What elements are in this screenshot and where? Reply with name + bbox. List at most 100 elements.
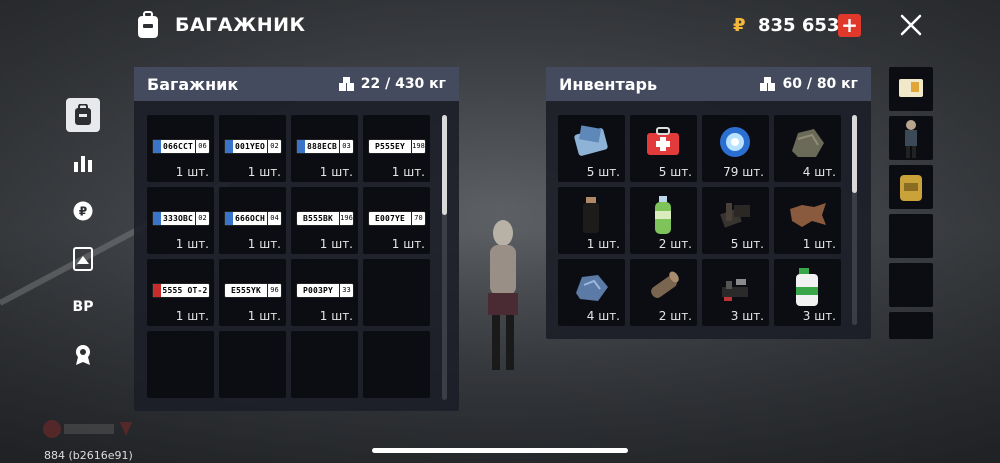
plate-flag <box>225 212 233 225</box>
equipment-slot[interactable] <box>889 116 933 160</box>
trunk-panel-header: Багажник 22 / 430 кг <box>134 67 459 101</box>
inventory-grid: 5 шт.5 шт.79 шт.4 шт.1 шт.2 шт.5 шт.1 шт… <box>558 115 841 326</box>
backpack-icon <box>75 104 91 125</box>
inventory-slot[interactable]: 5 шт. <box>702 187 769 254</box>
item-count: 5 шт. <box>658 165 692 179</box>
server-logo-icon <box>43 420 132 438</box>
trunk-slot[interactable] <box>147 331 214 398</box>
ore-icon <box>576 275 608 301</box>
sidebar-item-gallery[interactable] <box>66 242 100 276</box>
inventory-slot[interactable]: 4 шт. <box>774 115 841 182</box>
equipment-slot[interactable] <box>889 214 933 258</box>
trunk-slot[interactable] <box>363 331 430 398</box>
item-count: 1 шт. <box>586 237 620 251</box>
inventory-slot[interactable]: 3 шт. <box>774 259 841 326</box>
tools-icon <box>722 279 748 301</box>
inventory-slot[interactable]: 2 шт. <box>630 187 697 254</box>
item-count: 1 шт. <box>319 165 353 179</box>
sidebar-item-donate[interactable]: ₽ <box>66 194 100 228</box>
add-money-button[interactable]: + <box>838 14 861 37</box>
inventory-weight: 60 / 80 кг <box>760 76 858 92</box>
equipment-slot[interactable] <box>889 165 933 209</box>
inventory-slot[interactable]: 4 шт. <box>558 259 625 326</box>
inventory-scrollbar-thumb[interactable] <box>852 115 857 193</box>
plate-region: 02 <box>195 212 209 225</box>
sidebar-item-achievements[interactable] <box>66 338 100 372</box>
inventory-slot[interactable]: 79 шт. <box>702 115 769 182</box>
inventory-panel-header: Инвентарь 60 / 80 кг <box>546 67 871 101</box>
equipment-slot[interactable] <box>889 263 933 307</box>
sidebar-nav: ₽ BP <box>66 98 100 386</box>
item-count: 1 шт. <box>247 165 281 179</box>
trunk-slot[interactable] <box>219 331 286 398</box>
plate-number: 5555 OT-2 <box>162 286 208 295</box>
plate-number: E007YE <box>374 214 406 223</box>
inventory-slot[interactable]: 5 шт. <box>558 115 625 182</box>
plate-number: 333OBC <box>162 214 194 223</box>
item-count: 1 шт. <box>247 309 281 323</box>
plate-region: 02 <box>267 140 281 153</box>
item-count: 1 шт. <box>175 165 209 179</box>
item-count: 5 шт. <box>730 237 764 251</box>
equipment-slot[interactable] <box>889 67 933 111</box>
inventory-slot[interactable]: 3 шт. <box>702 259 769 326</box>
equipment-slot[interactable] <box>889 312 933 339</box>
home-indicator[interactable] <box>372 448 628 453</box>
trunk-slot[interactable] <box>291 331 358 398</box>
sidebar-item-battle-pass[interactable]: BP <box>72 299 94 315</box>
item-count: 4 шт. <box>802 165 836 179</box>
trunk-slot[interactable] <box>363 259 430 326</box>
bar-chart-icon <box>74 156 92 172</box>
item-count: 79 шт. <box>723 165 764 179</box>
canister-icon <box>796 268 818 306</box>
bottle-icon <box>583 197 599 233</box>
item-count: 1 шт. <box>319 309 353 323</box>
trunk-panel-title: Багажник <box>147 74 239 94</box>
sidebar-item-inventory[interactable] <box>66 98 100 132</box>
plate-region: 96 <box>267 284 281 297</box>
inventory-slot[interactable]: 1 шт. <box>774 187 841 254</box>
item-count: 1 шт. <box>391 165 425 179</box>
page-title: БАГАЖНИК <box>175 14 306 36</box>
drink-bottle-icon <box>655 196 671 234</box>
plate-region: 198 <box>411 140 425 153</box>
plate-number: 066CCT <box>162 142 194 151</box>
plate-flag <box>297 140 305 153</box>
inventory-slot[interactable]: 2 шт. <box>630 259 697 326</box>
inventory-scrollbar[interactable] <box>852 115 857 325</box>
inventory-slot[interactable]: 1 шт. <box>558 187 625 254</box>
trunk-scrollbar-thumb[interactable] <box>442 115 447 215</box>
ruble-coin-icon: ₽ <box>73 201 93 221</box>
plate-region: 196 <box>339 212 353 225</box>
item-count: 1 шт. <box>391 237 425 251</box>
plate-flag <box>153 284 161 297</box>
close-icon[interactable] <box>900 14 922 36</box>
sidebar-item-stats[interactable] <box>66 146 100 180</box>
wood-log-icon <box>651 271 679 298</box>
backpack-title-icon <box>138 11 158 38</box>
trunk-weight-value: 22 / 430 кг <box>360 76 446 92</box>
svg-text:₽: ₽ <box>79 205 87 219</box>
cloth-icon <box>574 125 608 156</box>
inventory-panel: Инвентарь 60 / 80 кг 5 шт. 5 шт. 79 шт. 4 ш… <box>546 67 871 339</box>
trunk-scrollbar[interactable] <box>442 115 447 400</box>
inventory-slot[interactable]: 5 шт. <box>630 115 697 182</box>
header-bar: БАГАЖНИК ₽ 835 653 + <box>0 0 1000 52</box>
